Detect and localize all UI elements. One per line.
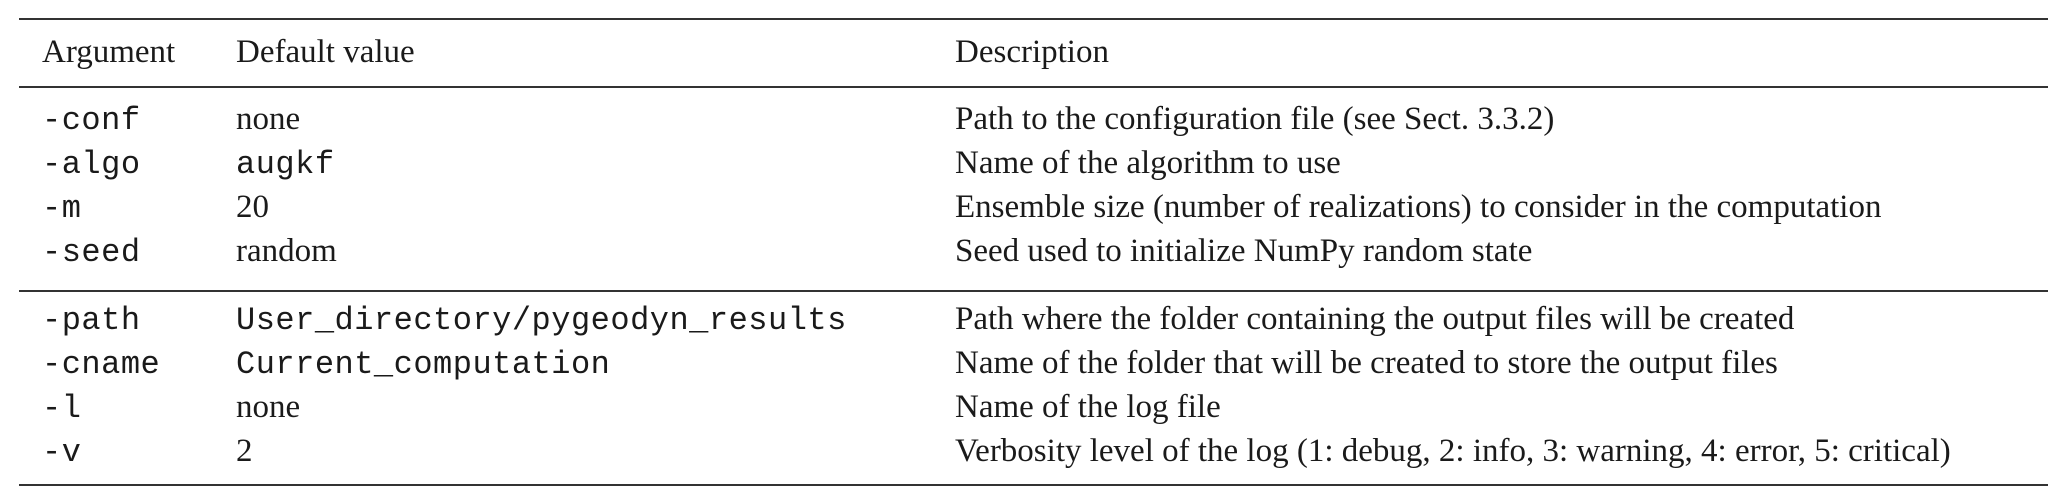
header-separator-rule [19,86,2048,88]
description-cell: Verbosity level of the log (1: debug, 2:… [955,433,1951,469]
argument-cell: -m [42,190,82,227]
description-cell: Seed used to initialize NumPy random sta… [955,233,1533,269]
description-cell: Name of the log file [955,389,1221,425]
header-description: Description [955,34,1109,70]
description-cell: Ensemble size (number of realizations) t… [955,189,1882,225]
default-value-cell: User_directory/pygeodyn_results [236,302,847,339]
default-value-cell: random [236,233,337,269]
table-bottom-rule [19,484,2048,486]
description-cell: Path where the folder containing the out… [955,301,1795,337]
argument-cell: -cname [42,346,161,383]
argument-cell: -conf [42,102,141,139]
description-cell: Name of the algorithm to use [955,145,1341,181]
group-separator-rule [19,290,2048,292]
header-argument: Argument [42,34,176,70]
default-value-cell: none [236,101,301,137]
table-top-rule [19,18,2048,20]
argument-cell: -l [42,390,82,427]
default-value-cell: augkf [236,146,335,183]
description-cell: Path to the configuration file (see Sect… [955,101,1555,137]
argument-cell: -path [42,302,141,339]
argument-cell: -algo [42,146,141,183]
default-value-cell: 20 [236,189,269,225]
default-value-cell: Current_computation [236,346,611,383]
default-value-cell: 2 [236,433,253,469]
argument-cell: -v [42,434,82,471]
header-default-value: Default value [236,34,415,70]
description-cell: Name of the folder that will be created … [955,345,1778,381]
argument-cell: -seed [42,234,141,271]
default-value-cell: none [236,389,301,425]
